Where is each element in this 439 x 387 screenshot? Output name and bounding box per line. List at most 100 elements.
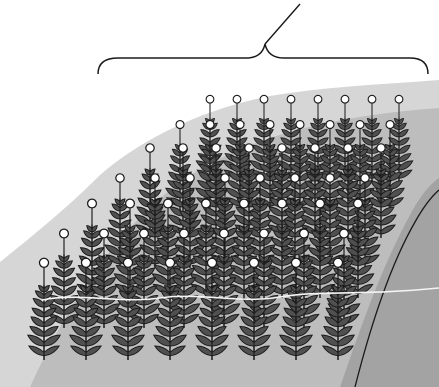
plant	[327, 228, 361, 329]
marker-icon	[178, 228, 190, 239]
plant-rows	[27, 94, 414, 361]
marker-icon	[338, 228, 350, 239]
marker-icon	[238, 198, 250, 209]
plant	[357, 94, 387, 183]
plant	[113, 198, 147, 299]
plant	[47, 228, 81, 329]
plant	[321, 257, 355, 361]
plant	[174, 173, 206, 269]
plant	[167, 228, 201, 329]
marker-icon	[340, 94, 350, 104]
plant	[165, 119, 195, 211]
marker-icon	[355, 119, 365, 130]
marker-icon	[220, 173, 230, 183]
marker-icon	[286, 94, 296, 104]
plant	[209, 173, 241, 269]
marker-icon	[290, 173, 300, 183]
marker-icon	[164, 257, 176, 268]
marker-icon	[162, 198, 174, 209]
marker-icon	[352, 198, 364, 209]
plant	[255, 119, 285, 211]
plant	[265, 198, 299, 299]
marker-icon	[122, 257, 134, 268]
plant	[222, 94, 252, 183]
marker-icon	[206, 257, 218, 268]
marker-icon	[244, 143, 254, 153]
marker-icon	[200, 198, 212, 209]
plant	[341, 198, 375, 299]
plant	[303, 94, 333, 183]
marker-icon	[277, 143, 287, 153]
marker-icon	[314, 198, 326, 209]
marker-icon	[58, 228, 70, 239]
plant	[111, 257, 145, 361]
marker-icon	[255, 173, 265, 183]
marker-icon	[298, 228, 310, 239]
marker-icon	[86, 198, 98, 209]
plant	[315, 119, 345, 211]
plant	[139, 173, 171, 269]
marker-icon	[313, 94, 323, 104]
marker-icon	[175, 119, 185, 130]
plant	[279, 257, 313, 361]
marker-icon	[115, 173, 125, 183]
plant	[195, 257, 229, 361]
plant	[303, 198, 337, 299]
marker-icon	[258, 228, 270, 239]
marker-icon	[235, 119, 245, 130]
plant	[195, 119, 225, 211]
plant	[104, 173, 136, 269]
plant	[167, 143, 199, 239]
plant	[127, 228, 161, 329]
plant	[345, 119, 375, 211]
plant	[287, 228, 321, 329]
plant	[249, 94, 279, 183]
plant	[332, 143, 364, 239]
terrain-right-edge	[354, 189, 439, 387]
plant	[189, 198, 223, 299]
marker-icon	[38, 257, 50, 268]
marker-icon	[376, 143, 386, 153]
plant	[195, 94, 225, 183]
marker-icon	[385, 119, 395, 130]
marker-icon	[394, 94, 404, 104]
marker-icon	[178, 143, 188, 153]
plant	[299, 143, 331, 239]
marker-icon	[138, 228, 150, 239]
marker-icon	[80, 257, 92, 268]
plant	[151, 198, 185, 299]
marker-icon	[343, 143, 353, 153]
marker-icon	[218, 228, 230, 239]
plant	[349, 173, 381, 269]
bracket-callout	[97, 43, 429, 75]
plant	[69, 257, 103, 361]
marker-icon	[310, 143, 320, 153]
plant	[237, 257, 271, 361]
plant	[365, 143, 397, 239]
plant	[279, 173, 311, 269]
plant	[134, 143, 166, 239]
plant	[285, 119, 315, 211]
marker-icon	[360, 173, 370, 183]
plant	[276, 94, 306, 183]
marker-icon	[248, 257, 260, 268]
marker-icon	[205, 119, 215, 130]
plant	[153, 257, 187, 361]
plant	[247, 228, 281, 329]
marker-icon	[325, 173, 335, 183]
marker-icon	[232, 94, 242, 104]
marker-icon	[295, 119, 305, 130]
plant	[200, 143, 232, 239]
marker-icon	[259, 94, 269, 104]
plant	[87, 228, 121, 329]
marker-icon	[290, 257, 302, 268]
plant	[207, 228, 241, 329]
marker-icon	[276, 198, 288, 209]
bracket-pointer-line	[264, 3, 301, 45]
plant	[27, 257, 61, 361]
plant	[244, 173, 276, 269]
marker-icon	[332, 257, 344, 268]
marker-icon	[325, 119, 335, 130]
